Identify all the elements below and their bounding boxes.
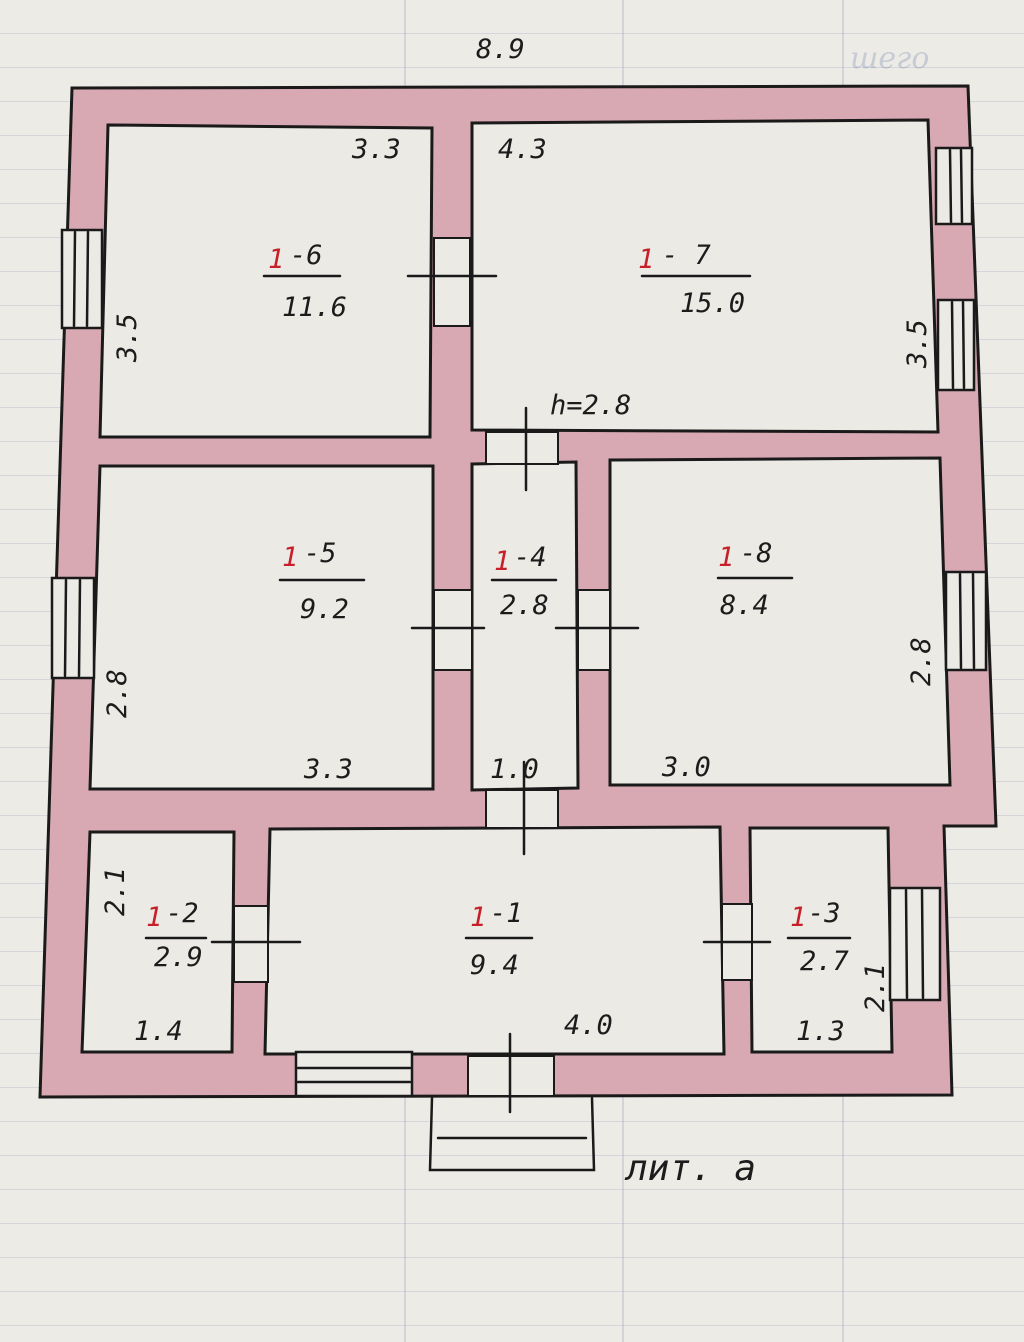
room-dimension: 3.5 (902, 319, 933, 369)
room-1-5 (88, 464, 435, 791)
room-dimension: 1.0 (490, 754, 539, 785)
room-number: -1 (490, 898, 523, 929)
room-dimension: 2.8 (102, 669, 133, 718)
room-dimension: 4.0 (564, 1010, 613, 1041)
room-prefix: 1 (718, 542, 734, 573)
entrance-steps (428, 1096, 596, 1172)
room-area: 9.4 (470, 950, 519, 981)
room-dimension: 3.0 (661, 752, 711, 783)
room-1-1 (263, 825, 726, 1056)
drawing-title: лит. а (624, 1148, 756, 1189)
room-prefix: 1 (146, 902, 162, 933)
room-dimension: 1.4 (134, 1016, 183, 1047)
room-1-6 (98, 123, 434, 439)
room-number: -5 (304, 538, 337, 569)
window-right-lower (888, 886, 942, 1002)
window-right-middle (944, 570, 988, 672)
window-left-upper (60, 228, 104, 330)
room-dimension: 4.3 (498, 134, 547, 165)
room-dimension: 3.3 (303, 754, 353, 785)
door-4-1 (485, 760, 559, 856)
room-dimension: 2.8 (906, 637, 937, 686)
room-dimension: 3.5 (112, 313, 143, 363)
entrance-door (467, 1032, 555, 1114)
overall-width-label: 8.9 (476, 34, 525, 65)
room-number: - 7 (662, 240, 711, 271)
room-prefix: 1 (790, 902, 806, 933)
room-prefix: 1 (282, 542, 298, 573)
window-bottom (294, 1050, 414, 1098)
room-1-8 (608, 456, 952, 787)
room-prefix: 1 (470, 902, 486, 933)
room-dimension: 3.3 (351, 134, 401, 165)
room-area: 2.8 (500, 590, 549, 621)
room-area: 11.6 (282, 292, 347, 323)
door-6-7 (406, 237, 498, 327)
room-1-4 (470, 460, 580, 792)
door-1-3 (702, 903, 772, 981)
room-dimension: 2.1 (860, 963, 891, 1012)
room-1-2 (80, 830, 236, 1054)
room-prefix: 1 (638, 244, 654, 275)
room-dimension: 2.1 (100, 867, 131, 916)
label-fraction-lines (144, 274, 852, 940)
room-number: -3 (808, 898, 841, 929)
ceiling-height-note: h=2.8 (550, 390, 631, 421)
room-number: -4 (514, 542, 547, 573)
door-5-4 (410, 589, 486, 671)
room-area: 2.7 (800, 946, 849, 977)
room-number: -8 (740, 538, 773, 569)
room-dimension: 1.3 (796, 1016, 845, 1047)
window-left-middle (50, 576, 96, 680)
room-area: 8.4 (720, 590, 769, 621)
faint-background-writing: шего (850, 41, 929, 76)
room-number: -6 (290, 240, 323, 271)
door-2-1 (210, 905, 302, 983)
room-area: 9.2 (300, 594, 349, 625)
room-prefix: 1 (494, 546, 510, 577)
window-right-upper (934, 146, 976, 392)
door-4-8 (554, 589, 640, 671)
room-area: 15.0 (680, 288, 745, 319)
room-area: 2.9 (154, 942, 203, 973)
door-4-7 (485, 406, 559, 492)
room-number: -2 (166, 898, 199, 929)
room-prefix: 1 (268, 244, 284, 275)
